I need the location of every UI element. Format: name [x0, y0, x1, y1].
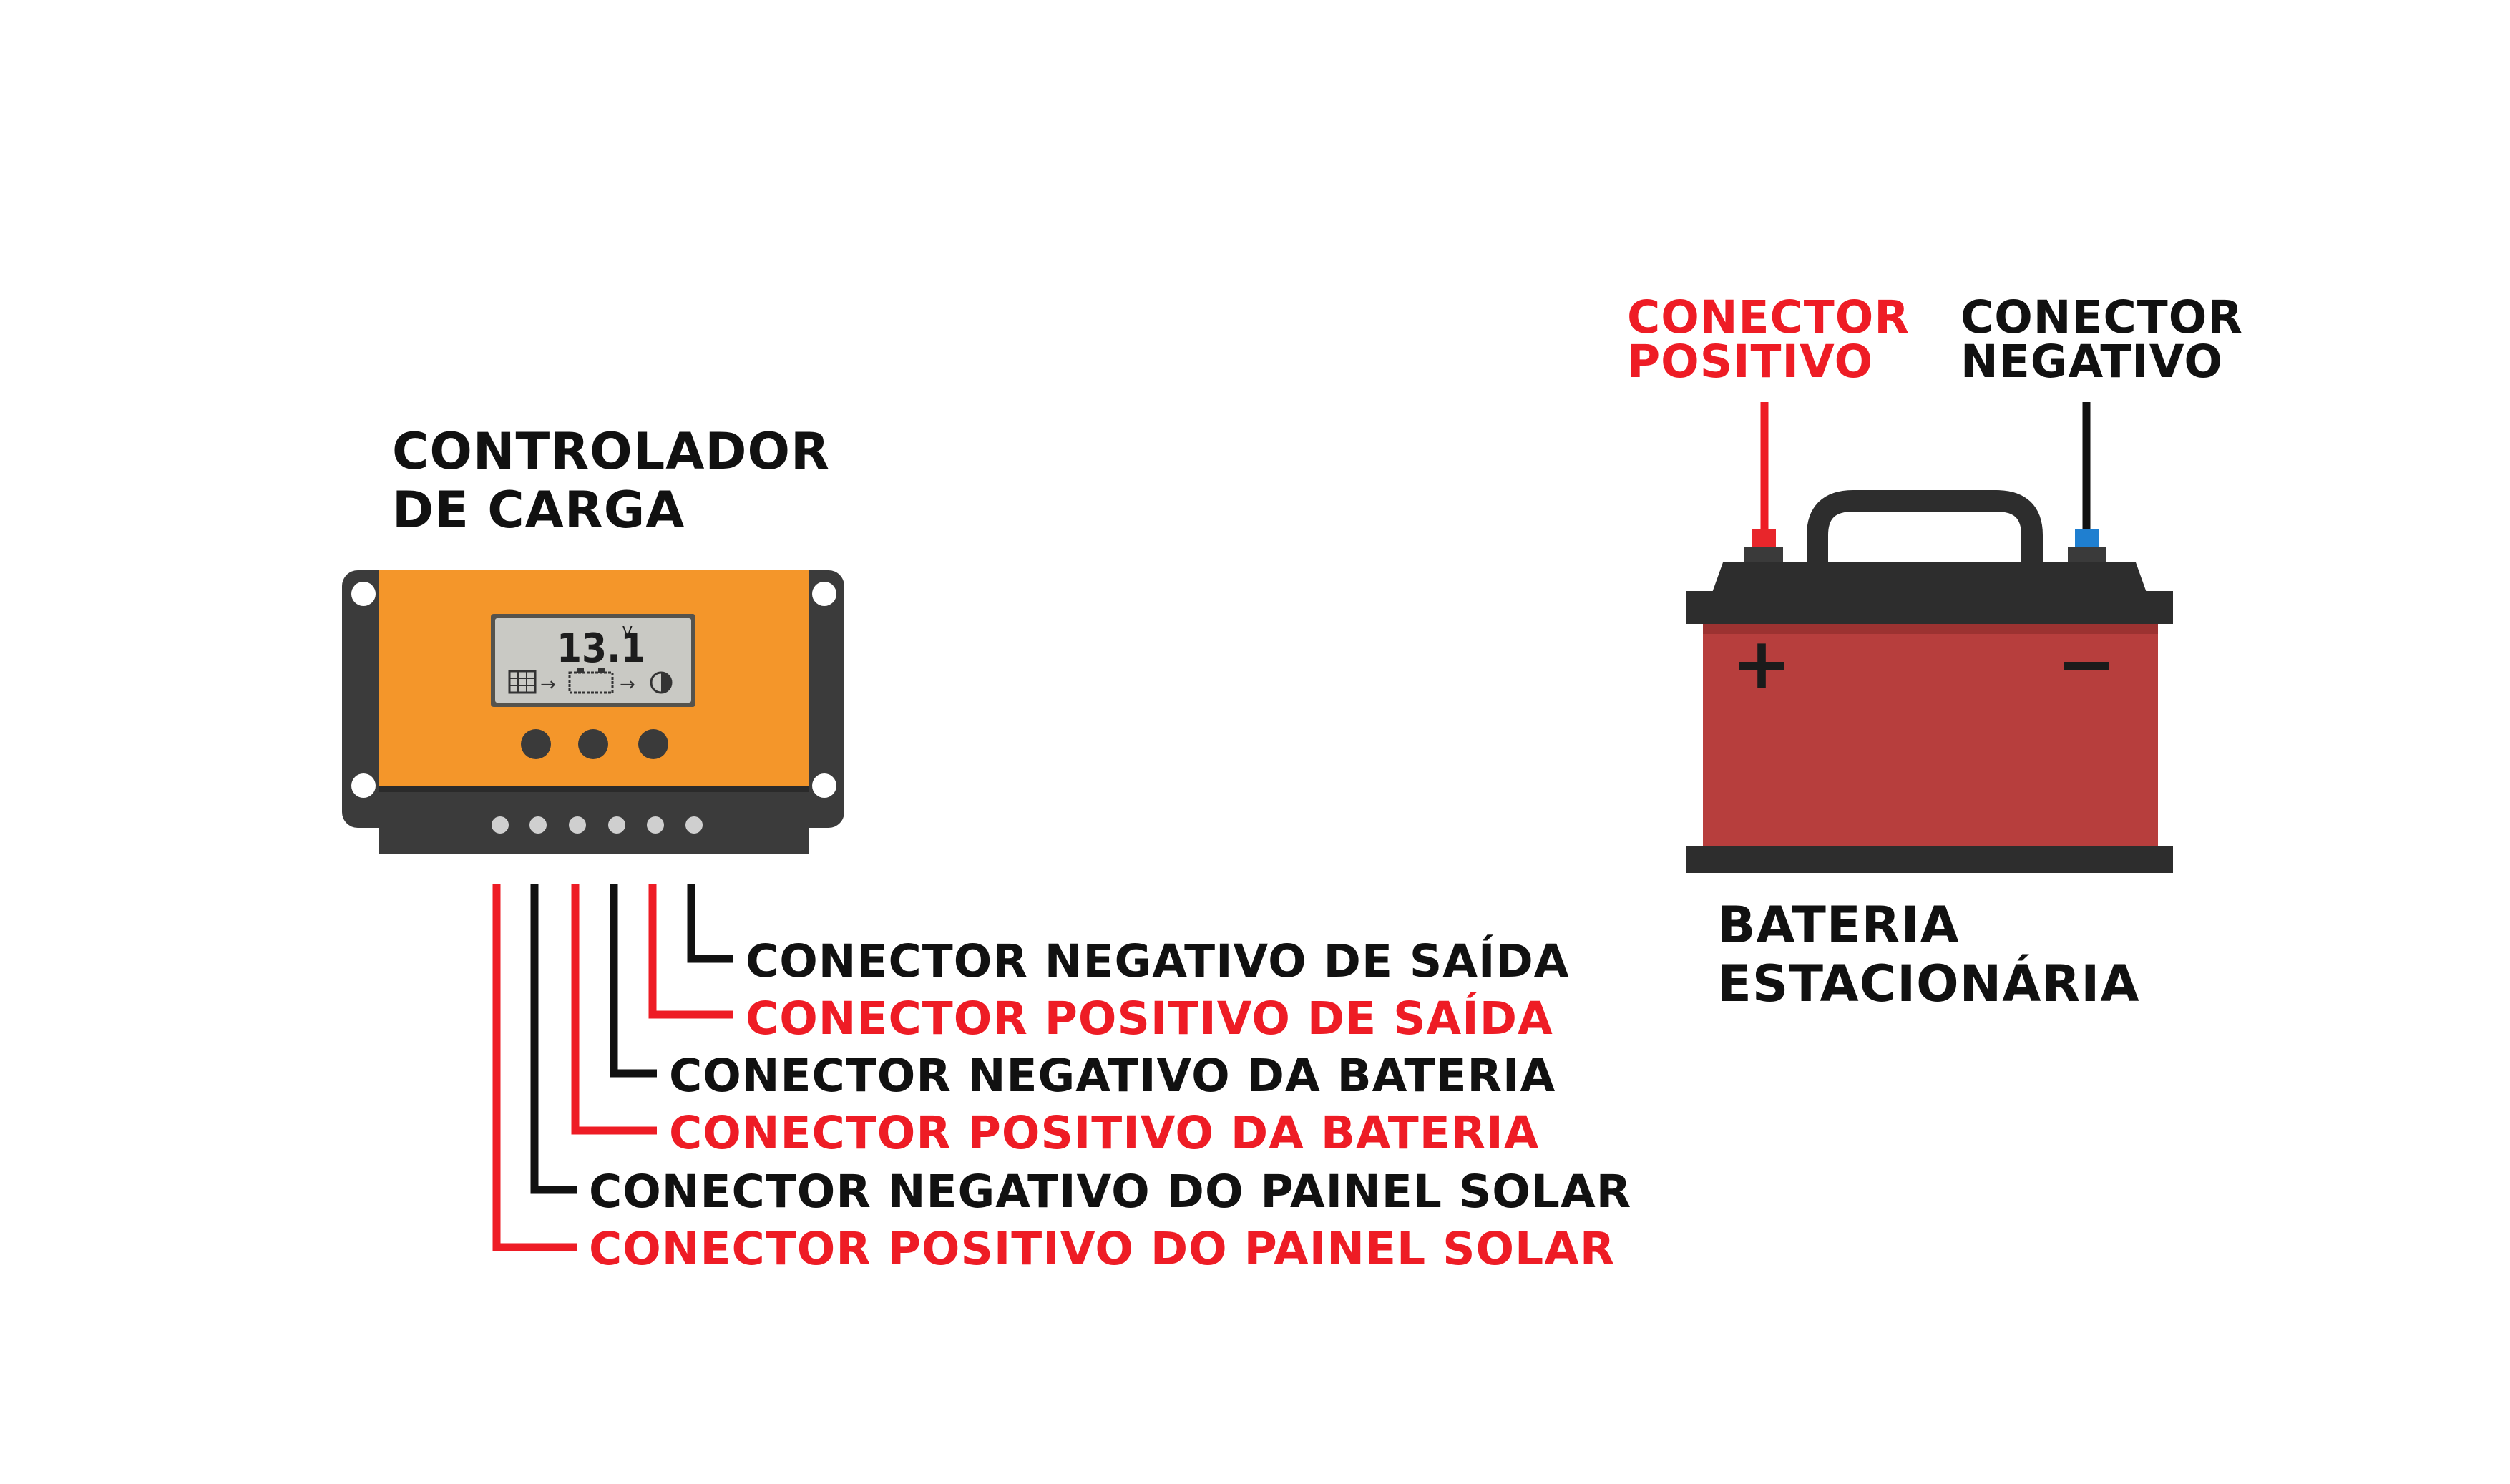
battery-positive-label-line2: POSITIVO — [1627, 336, 1874, 388]
terminal-screw — [685, 816, 703, 834]
controller-title-line1: CONTROLADOR — [392, 422, 830, 481]
battery-title-line1: BATERIA — [1717, 896, 1960, 955]
label-battery-negative: CONECTOR NEGATIVO DA BATERIA — [669, 1050, 1556, 1102]
battery-top-cap — [1686, 591, 2173, 624]
lcd-arrow-icon: → — [540, 674, 556, 695]
label-output-positive: CONECTOR POSITIVO DE SAÍDA — [746, 992, 1553, 1045]
wire-output-negative — [687, 884, 733, 963]
mounting-hole — [351, 582, 376, 606]
lcd-bulb-icon — [650, 671, 673, 694]
controller-title-line2: DE CARGA — [392, 481, 685, 540]
label-output-negative: CONECTOR NEGATIVO DE SAÍDA — [746, 935, 1570, 987]
battery-minus-symbol: − — [2056, 622, 2116, 706]
lcd-voltage-unit: V — [622, 623, 633, 640]
controller-wires — [492, 884, 733, 1251]
label-panel-positive: CONECTOR POSITIVO DO PAINEL SOLAR — [589, 1223, 1616, 1275]
battery: + − — [1686, 402, 2173, 873]
lcd-arrow-icon: → — [620, 674, 635, 695]
charge-controller: 13.1 V → → — [342, 570, 844, 854]
lcd-voltage-value: 13.1 — [557, 625, 645, 672]
wire-battery-positive — [571, 884, 657, 1135]
battery-title-line2: ESTACIONÁRIA — [1717, 955, 2140, 1013]
controller-button-1 — [521, 729, 551, 759]
controller-button-2 — [578, 729, 608, 759]
battery-terminal-negative — [2075, 529, 2099, 550]
battery-base — [1686, 846, 2173, 873]
battery-terminal-positive — [1752, 529, 1776, 550]
terminal-screw — [492, 816, 509, 834]
terminal-screw — [608, 816, 625, 834]
terminal-screw — [569, 816, 586, 834]
mounting-hole — [812, 582, 836, 606]
battery-plus-symbol: + — [1732, 622, 1792, 706]
label-panel-negative: CONECTOR NEGATIVO DO PAINEL SOLAR — [589, 1166, 1632, 1218]
lcd-battery-icon — [568, 668, 614, 694]
terminal-screw — [529, 816, 547, 834]
battery-positive-label-line1: CONECTOR — [1627, 291, 1910, 343]
battery-handle — [1807, 490, 2043, 565]
lcd-solar-panel-icon — [508, 670, 537, 694]
battery-body — [1703, 624, 2158, 846]
controller-terminal-strip — [379, 786, 809, 854]
lcd-screen — [495, 618, 691, 703]
battery-negative-label-line1: CONECTOR — [1960, 291, 2243, 343]
controller-button-3 — [638, 729, 668, 759]
wire-panel-positive — [492, 884, 577, 1251]
battery-top-lid — [1712, 562, 2147, 592]
wire-output-positive — [648, 884, 733, 1019]
terminal-screw — [647, 816, 664, 834]
mounting-hole — [812, 773, 836, 798]
battery-negative-label-line2: NEGATIVO — [1960, 336, 2223, 388]
label-battery-positive: CONECTOR POSITIVO DA BATERIA — [669, 1107, 1540, 1159]
wire-battery-negative — [610, 884, 657, 1078]
mounting-hole — [351, 773, 376, 798]
wire-panel-negative — [530, 884, 577, 1194]
